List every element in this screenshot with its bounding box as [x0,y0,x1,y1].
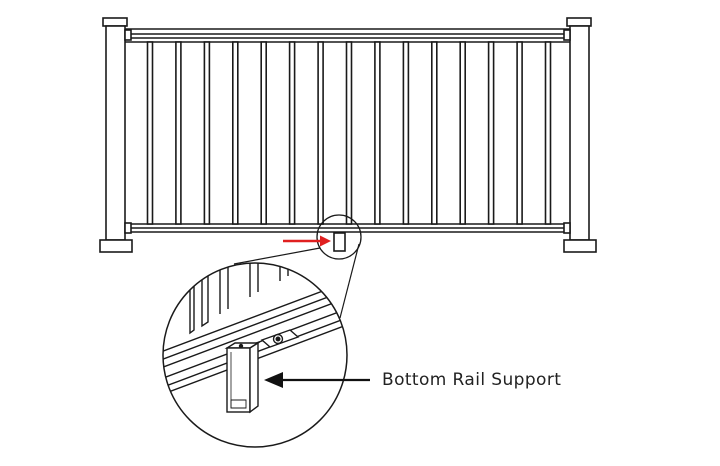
baluster [232,41,239,225]
baluster [175,41,182,225]
top-right-bracket [563,29,571,41]
callout-arrow [264,372,370,388]
baluster [402,41,410,225]
zoom-indicator-circle [316,214,362,260]
left-post-base [99,239,133,253]
baluster [516,41,523,225]
baluster [203,41,211,225]
baluster [430,41,438,225]
top-left-bracket [124,29,132,41]
baluster [260,41,268,225]
magnified-detail [162,262,348,448]
bottom-right-bracket [563,222,571,234]
right-post-cap [566,17,592,27]
left-post [105,25,126,241]
zoom-connector-right [339,243,360,319]
baluster [345,41,353,225]
baluster [288,41,296,225]
right-post [569,25,590,241]
right-post-base [563,239,597,253]
magnified-circle [162,262,348,448]
bottom-left-bracket [124,222,132,234]
detail-support-post [224,341,261,414]
balusters [146,41,552,225]
callout-label: Bottom Rail Support [382,370,562,390]
left-post-cap [102,17,128,27]
detail-bracket [260,329,300,348]
bottom-rail [125,223,570,233]
railing-section [99,17,597,319]
bottom-rail-support-small [333,232,346,252]
baluster [374,41,381,225]
baluster [487,41,495,225]
zoom-connector-left [233,247,321,265]
baluster [544,41,552,225]
red-pointer-arrow [283,235,331,247]
baluster [317,41,324,225]
top-rail [125,28,570,43]
baluster [146,41,154,225]
baluster [459,41,467,225]
